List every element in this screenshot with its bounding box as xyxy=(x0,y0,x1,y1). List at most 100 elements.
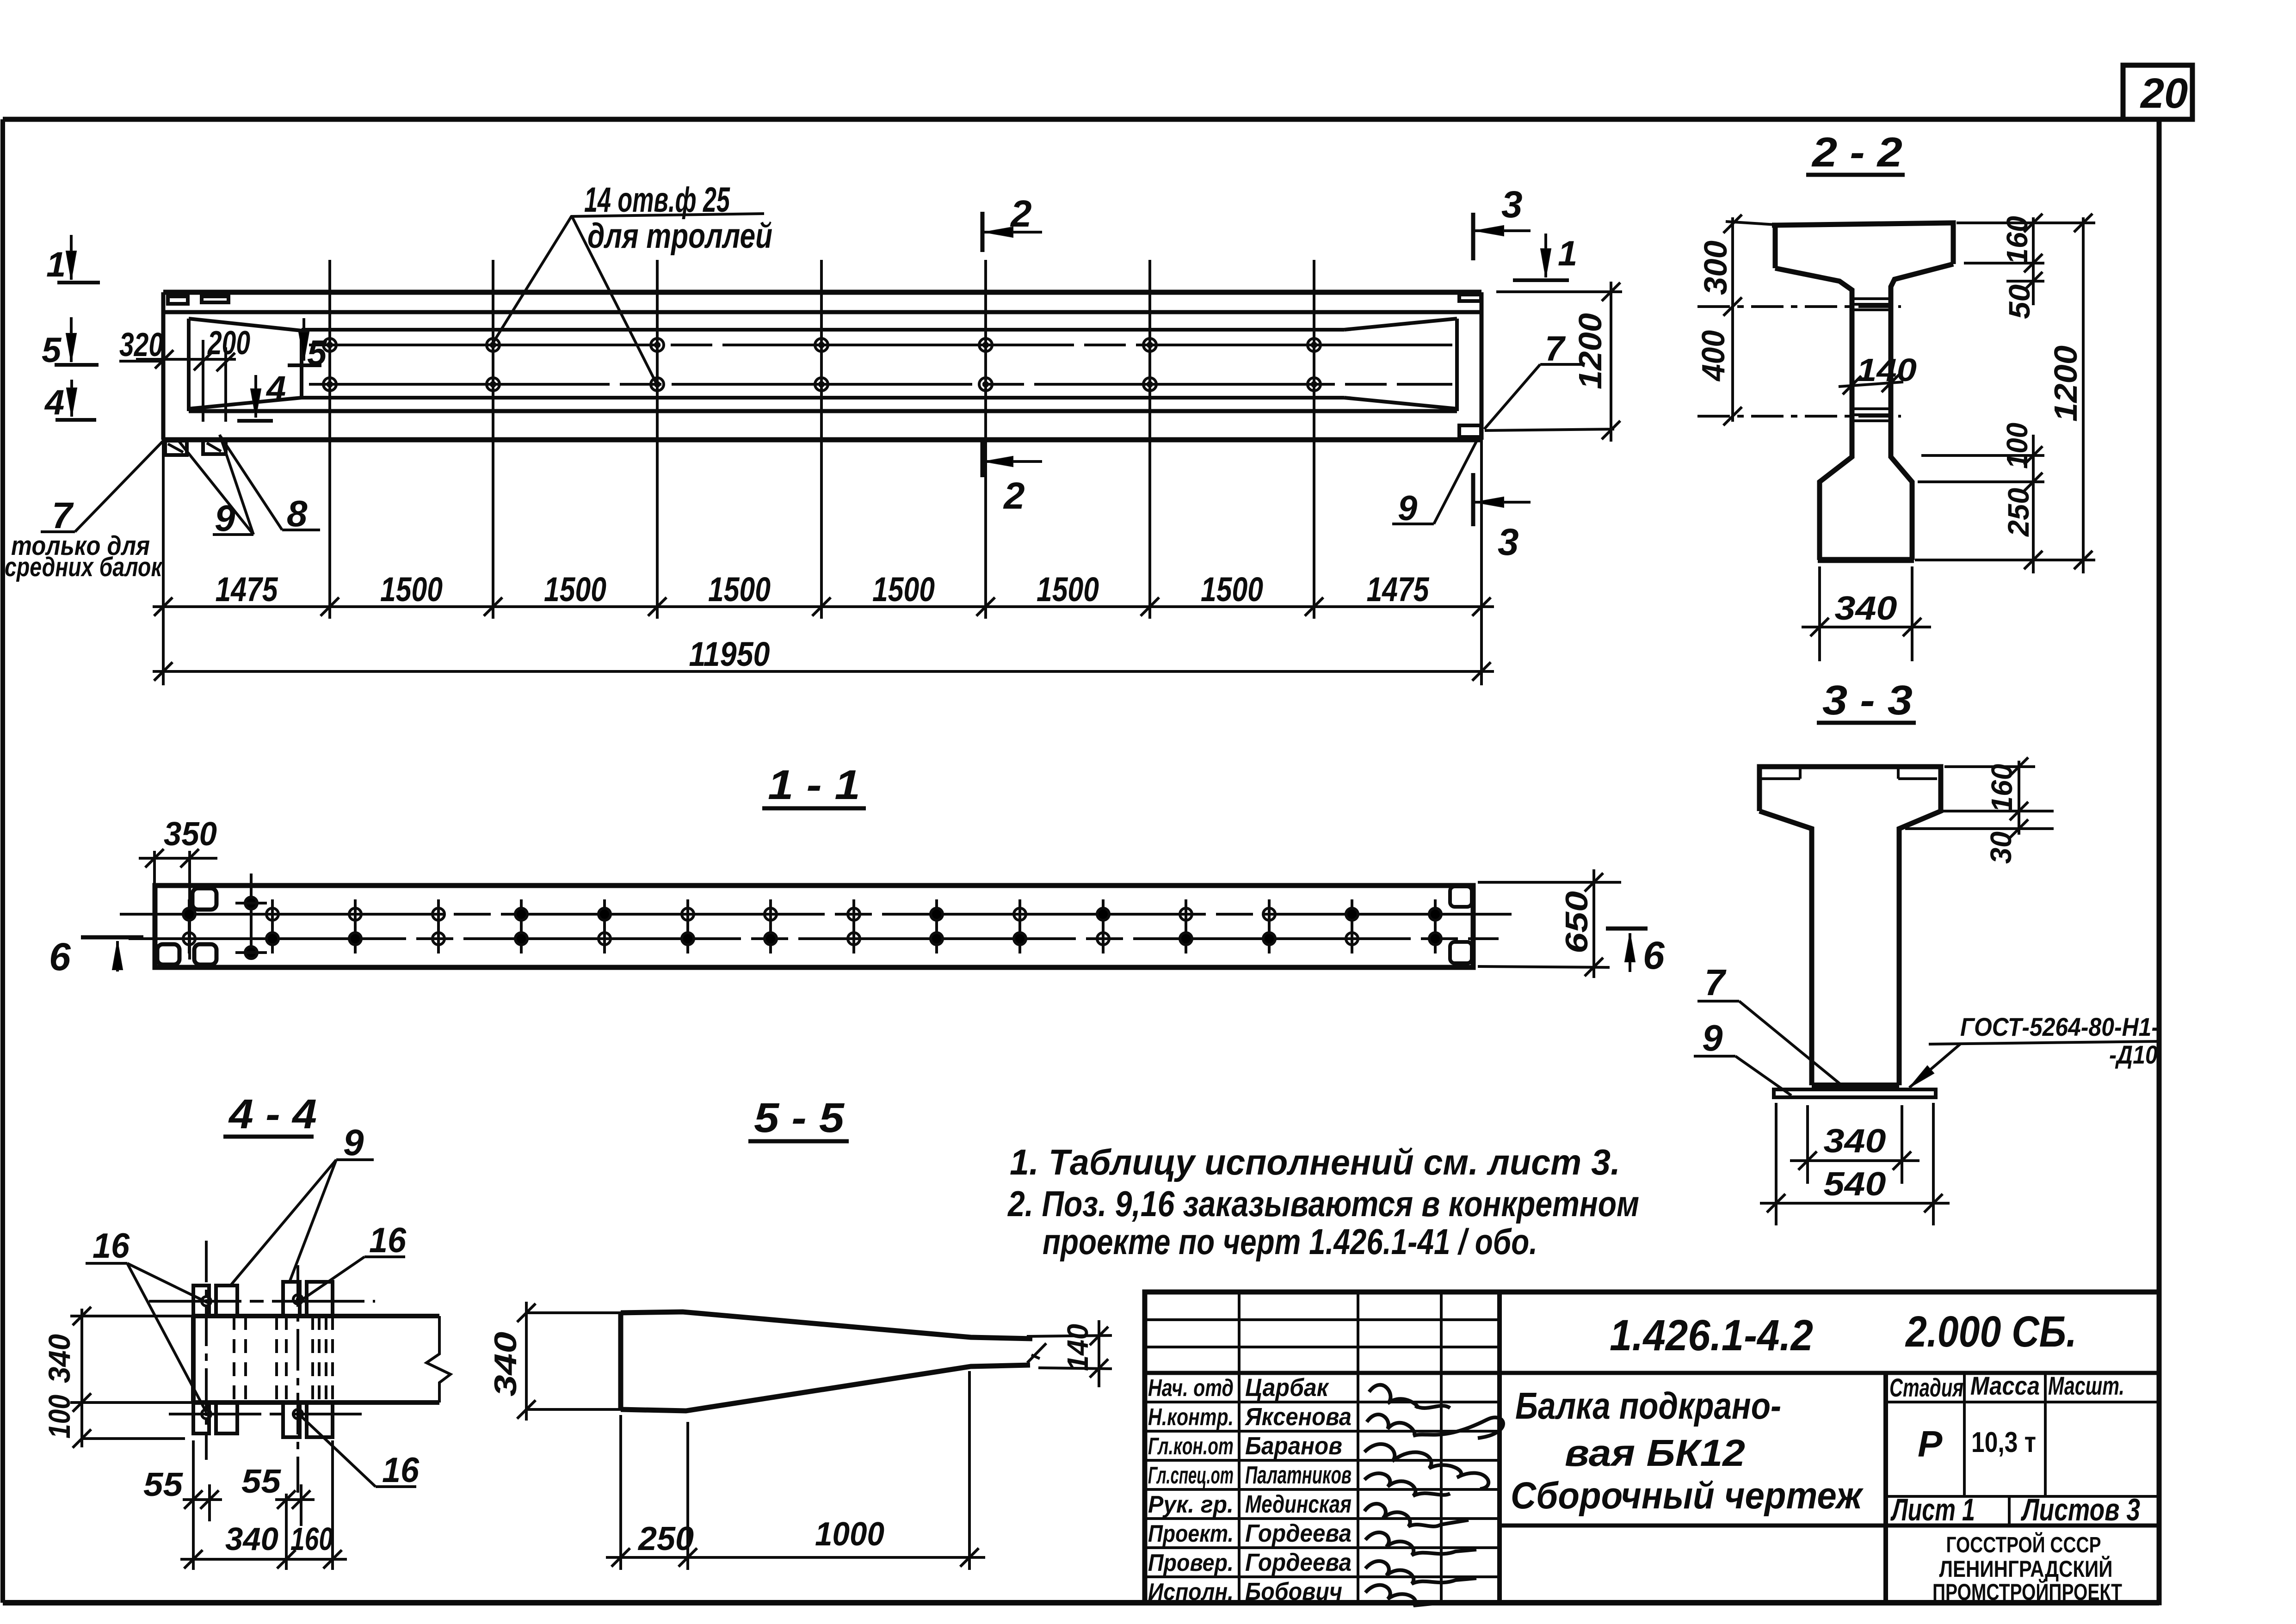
svg-text:1.426.1-4.2: 1.426.1-4.2 xyxy=(1610,1311,1813,1360)
svg-text:1000: 1000 xyxy=(815,1516,884,1553)
svg-text:1500: 1500 xyxy=(708,570,771,609)
svg-text:Гл.спец.от: Гл.спец.от xyxy=(1148,1462,1234,1489)
svg-text:Нач. отд: Нач. отд xyxy=(1148,1375,1234,1402)
svg-text:100: 100 xyxy=(2000,423,2034,469)
svg-text:1475: 1475 xyxy=(216,570,279,609)
svg-text:140: 140 xyxy=(1061,1324,1094,1371)
svg-text:6: 6 xyxy=(1643,934,1665,977)
svg-text:9: 9 xyxy=(215,498,235,539)
svg-text:11950: 11950 xyxy=(689,635,770,673)
svg-text:340: 340 xyxy=(488,1332,523,1396)
svg-text:340: 340 xyxy=(1824,1123,1886,1160)
svg-text:4: 4 xyxy=(265,369,286,408)
svg-text:9: 9 xyxy=(343,1122,364,1163)
svg-text:3: 3 xyxy=(1501,184,1523,226)
svg-text:ПРОМСТРОЙПРОЕКТ: ПРОМСТРОЙПРОЕКТ xyxy=(1932,1579,2122,1605)
svg-text:средних балок: средних балок xyxy=(5,552,163,582)
svg-text:1500: 1500 xyxy=(872,570,935,609)
svg-text:160: 160 xyxy=(2000,216,2034,265)
svg-text:16: 16 xyxy=(369,1221,407,1260)
svg-text:400: 400 xyxy=(1695,330,1731,382)
svg-text:Сборочный чертеж: Сборочный чертеж xyxy=(1511,1475,1864,1517)
svg-text:Лист 1: Лист 1 xyxy=(1890,1492,1975,1527)
svg-text:250: 250 xyxy=(2002,488,2035,537)
svg-text:1200: 1200 xyxy=(1572,313,1608,389)
svg-text:2: 2 xyxy=(1003,475,1025,517)
svg-text:350: 350 xyxy=(164,816,217,853)
svg-text:300: 300 xyxy=(1697,240,1734,295)
svg-text:Провер.: Провер. xyxy=(1148,1550,1234,1576)
svg-text:-Д10: -Д10 xyxy=(2109,1040,2158,1069)
svg-text:540: 540 xyxy=(1824,1166,1886,1203)
svg-text:Листов 3: Листов 3 xyxy=(2020,1492,2140,1527)
svg-text:Царбак: Царбак xyxy=(1245,1374,1329,1402)
svg-text:Баранов: Баранов xyxy=(1245,1432,1342,1460)
svg-text:Р: Р xyxy=(1918,1423,1943,1464)
svg-text:для троллей: для троллей xyxy=(587,216,772,256)
svg-text:Гл.кон.от: Гл.кон.от xyxy=(1148,1433,1234,1460)
svg-text:650: 650 xyxy=(1559,891,1594,953)
svg-text:7: 7 xyxy=(1704,962,1727,1003)
svg-text:320: 320 xyxy=(119,326,163,363)
svg-text:55: 55 xyxy=(241,1463,281,1500)
svg-text:Балка подкрано-: Балка подкрано- xyxy=(1515,1385,1781,1427)
svg-text:1500: 1500 xyxy=(544,570,606,609)
svg-text:1500: 1500 xyxy=(1037,570,1099,609)
svg-text:9: 9 xyxy=(1702,1017,1723,1058)
svg-text:ЛЕНИНГРАДСКИЙ: ЛЕНИНГРАДСКИЙ xyxy=(1939,1556,2113,1582)
svg-text:55: 55 xyxy=(143,1466,183,1503)
svg-text:5: 5 xyxy=(307,333,327,373)
svg-text:340: 340 xyxy=(1835,590,1897,627)
svg-text:Исполн.: Исполн. xyxy=(1148,1579,1234,1606)
svg-text:50: 50 xyxy=(2003,284,2036,319)
svg-text:6: 6 xyxy=(49,935,71,978)
svg-text:1200: 1200 xyxy=(2048,345,2084,422)
svg-text:Гордеева: Гордеева xyxy=(1245,1549,1352,1576)
svg-text:Стадия: Стадия xyxy=(1889,1373,1963,1402)
svg-text:Бобович: Бобович xyxy=(1245,1578,1342,1606)
svg-text:Масшт.: Масшт. xyxy=(2048,1371,2124,1400)
svg-text:ГОСТ-5264-80-Н1-: ГОСТ-5264-80-Н1- xyxy=(1960,1012,2159,1041)
svg-text:3 - 3: 3 - 3 xyxy=(1822,677,1913,724)
svg-text:340: 340 xyxy=(42,1334,76,1383)
svg-text:ГОССТРОЙ СССР: ГОССТРОЙ СССР xyxy=(1946,1532,2101,1557)
svg-text:16: 16 xyxy=(382,1451,420,1490)
svg-text:10,3 т: 10,3 т xyxy=(1971,1427,2036,1458)
svg-text:Яксенова: Яксенова xyxy=(1244,1403,1352,1431)
svg-text:9: 9 xyxy=(1398,489,1417,528)
svg-text:проекте по черт 1.426.1-41 / о: проекте по черт 1.426.1-41 / обо. xyxy=(1043,1221,1537,1262)
svg-text:Проект.: Проект. xyxy=(1148,1520,1234,1547)
svg-text:1475: 1475 xyxy=(1367,570,1430,609)
svg-text:Рук. гр.: Рук. гр. xyxy=(1148,1491,1234,1518)
svg-text:5 - 5: 5 - 5 xyxy=(754,1095,845,1141)
svg-text:3: 3 xyxy=(1498,521,1519,563)
svg-text:20: 20 xyxy=(2140,70,2188,117)
svg-text:1 - 1: 1 - 1 xyxy=(768,762,860,808)
svg-text:Мединская: Мединская xyxy=(1245,1490,1352,1518)
svg-text:100: 100 xyxy=(42,1395,76,1439)
svg-text:1. Таблицу исполнений см. лис: 1. Таблицу исполнений см. лист 3. xyxy=(1010,1142,1620,1182)
svg-text:340: 340 xyxy=(225,1521,278,1557)
svg-text:7: 7 xyxy=(1545,329,1566,369)
svg-text:1500: 1500 xyxy=(1201,570,1263,609)
svg-text:250: 250 xyxy=(637,1520,694,1557)
svg-text:2: 2 xyxy=(1010,193,1032,235)
svg-text:Гордеева: Гордеева xyxy=(1245,1519,1352,1547)
svg-text:4 - 4: 4 - 4 xyxy=(228,1091,317,1138)
svg-text:1: 1 xyxy=(46,245,66,284)
svg-text:4: 4 xyxy=(44,383,64,422)
svg-text:вая БК12: вая БК12 xyxy=(1565,1432,1745,1474)
svg-text:160: 160 xyxy=(1985,764,2018,812)
svg-text:2 - 2: 2 - 2 xyxy=(1811,129,1902,176)
svg-text:160: 160 xyxy=(290,1521,333,1557)
svg-text:Н.контр.: Н.контр. xyxy=(1148,1404,1234,1431)
svg-text:7: 7 xyxy=(52,495,74,536)
svg-text:1500: 1500 xyxy=(380,570,443,609)
svg-text:1: 1 xyxy=(1558,234,1577,273)
svg-text:2.000 СБ.: 2.000 СБ. xyxy=(1905,1307,2077,1356)
svg-text:8: 8 xyxy=(287,493,308,534)
svg-text:Масса: Масса xyxy=(1970,1371,2040,1400)
svg-text:только для: только для xyxy=(11,531,150,561)
svg-text:2. Поз. 9,16 заказываются в ко: 2. Поз. 9,16 заказываются в конкретном xyxy=(1007,1183,1639,1224)
svg-text:30: 30 xyxy=(1984,831,2018,864)
